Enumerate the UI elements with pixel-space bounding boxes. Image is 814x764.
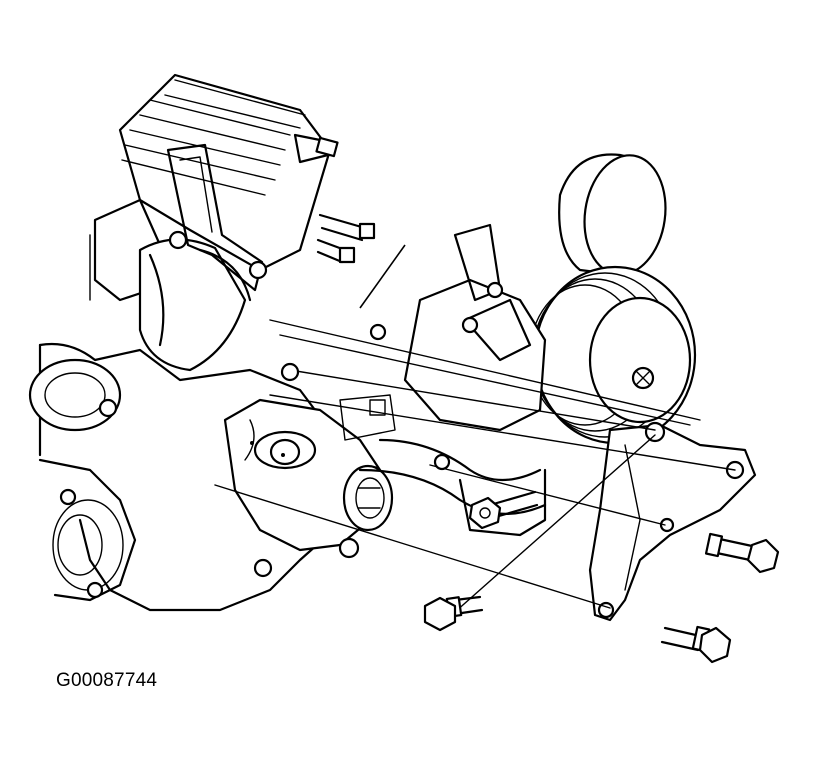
hardware-details (244, 323, 451, 471)
coolant-pipe (358, 438, 547, 537)
figure-id-label: G00087744 (56, 670, 158, 691)
mounting-bracket (588, 421, 757, 622)
front-cover (28, 342, 362, 612)
pump-pulley (529, 265, 697, 445)
lifting-bracket (166, 143, 268, 292)
water-pump (223, 398, 394, 578)
intake-tube (138, 238, 252, 372)
bolt-right-upper (704, 532, 780, 574)
bolt-center (468, 490, 539, 530)
leader-line (359, 244, 406, 309)
pump-bracket (403, 223, 547, 432)
alignment-lines (214, 319, 736, 613)
pulley-cap (558, 153, 667, 277)
bolt-lower-left (423, 595, 484, 632)
bolt-lower-right (660, 625, 732, 664)
stud-bolts (293, 133, 376, 264)
